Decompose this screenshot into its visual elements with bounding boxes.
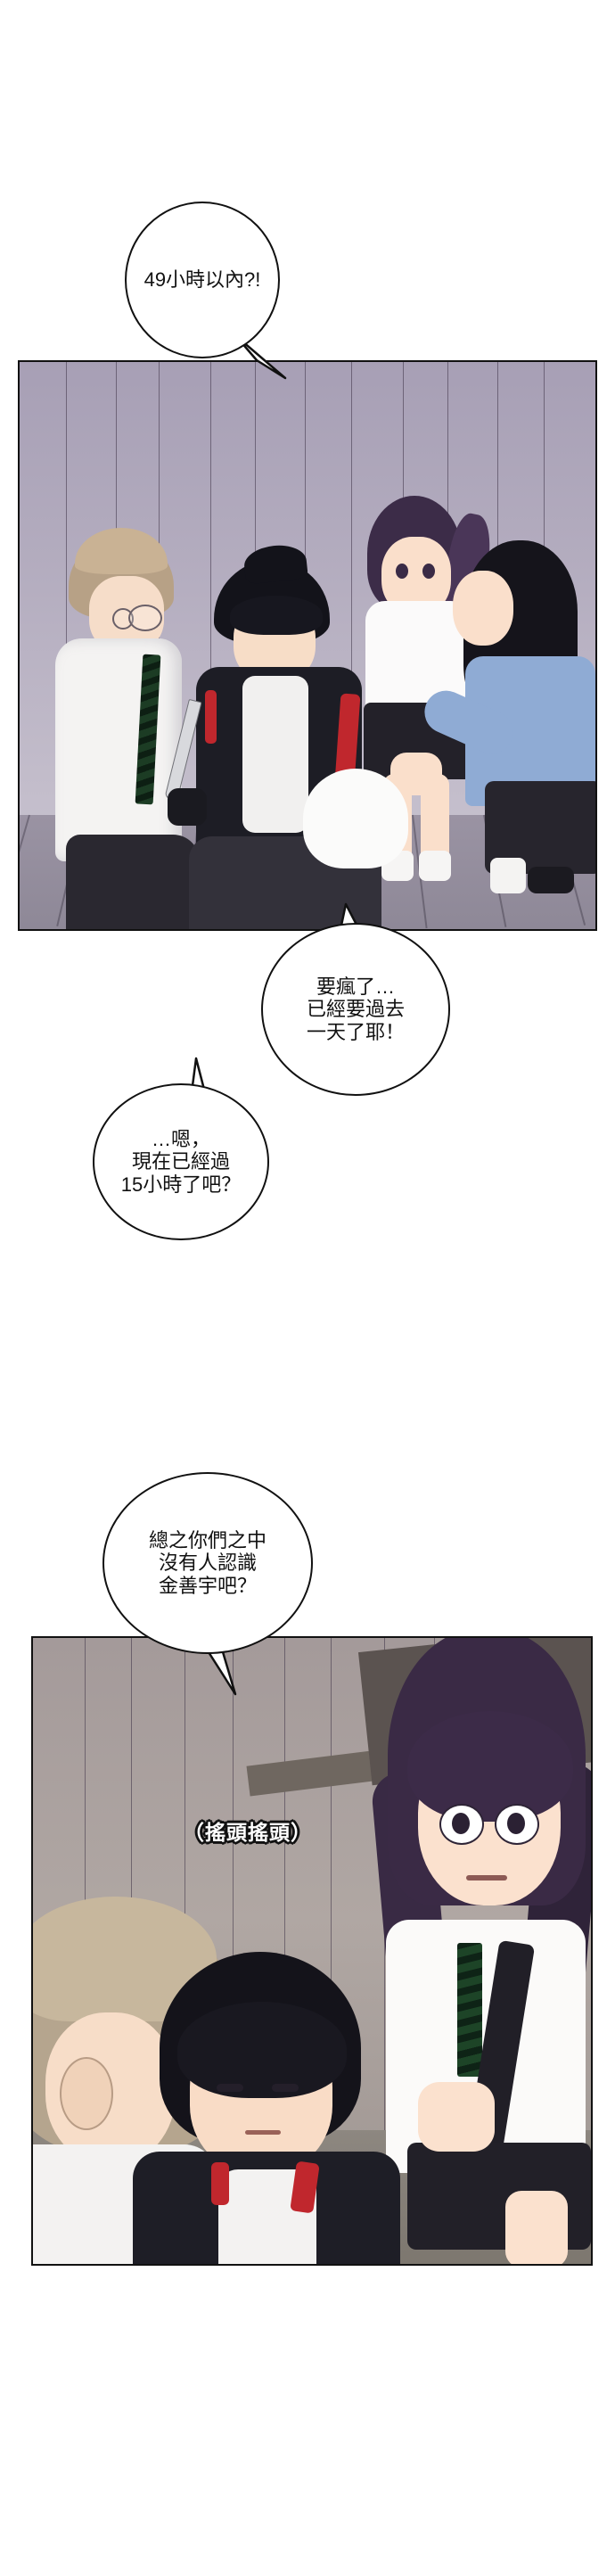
dark-boy-glove <box>168 788 207 826</box>
standing-girl-sock-right <box>419 851 451 881</box>
panel2-girl-pupil-right <box>507 1813 525 1834</box>
panel2-girl-striped-tie <box>457 1943 482 2077</box>
bubble-1-tail <box>230 330 292 383</box>
comic-panel-1 <box>18 360 597 931</box>
speech-bubble-2-text: 要瘋了… 已經要過去 一天了耶！ <box>306 975 405 1043</box>
dark-boy-jacket-red-collar <box>205 690 217 744</box>
comic-panel-2 <box>31 1636 593 2266</box>
panel2-blond-boy-ear <box>60 2057 113 2130</box>
standing-girl-eye-right <box>422 564 435 579</box>
panel2-dark-boy-eye-left <box>217 2084 243 2092</box>
blond-boy-white-shirt <box>55 638 182 861</box>
panel2-girl-bangs <box>407 1711 573 1822</box>
crouching-girl-hand <box>390 753 442 795</box>
white-bag <box>303 769 408 868</box>
speech-bubble-1: 49小時以內?! <box>125 202 280 358</box>
panel2-girl-hand <box>418 2082 495 2152</box>
crouching-girl-sock <box>490 858 526 893</box>
panel2-dark-boy-bangs <box>177 2002 347 2098</box>
panel2-dark-boy-mouth <box>245 2130 281 2135</box>
speech-bubble-1-text: 49小時以內?! <box>144 268 261 292</box>
speech-bubble-3: …嗯， 現在已經過 15小時了吧？ <box>93 1083 269 1240</box>
panel2-girl-leg <box>505 2191 568 2264</box>
sound-effect-head-shake: （搖頭搖頭） <box>184 1821 312 1844</box>
standing-girl-eye-left <box>396 564 408 579</box>
panel2-dark-boy-red-collar <box>211 2162 229 2205</box>
speech-bubble-4-text: 總之你們之中 沒有人認識 金善宇吧？ <box>148 1528 266 1597</box>
speech-bubble-3-text: …嗯， 現在已經過 15小時了吧？ <box>120 1127 242 1196</box>
dark-boy-bangs <box>230 596 323 635</box>
crouching-girl-shoe <box>528 867 574 893</box>
panel2-girl-pupil-left <box>452 1813 470 1834</box>
speech-bubble-2: 要瘋了… 已經要過去 一天了耶！ <box>261 923 450 1096</box>
speech-bubble-4: 總之你們之中 沒有人認識 金善宇吧？ <box>102 1472 313 1654</box>
panel2-dark-boy-eye-right <box>272 2084 299 2092</box>
dark-boy-white-tee <box>242 676 308 833</box>
crouching-girl-face <box>453 571 513 646</box>
glasses-icon-right-lens <box>128 605 162 631</box>
panel2-girl-mouth <box>466 1875 507 1881</box>
blond-boy-legs <box>66 835 200 929</box>
